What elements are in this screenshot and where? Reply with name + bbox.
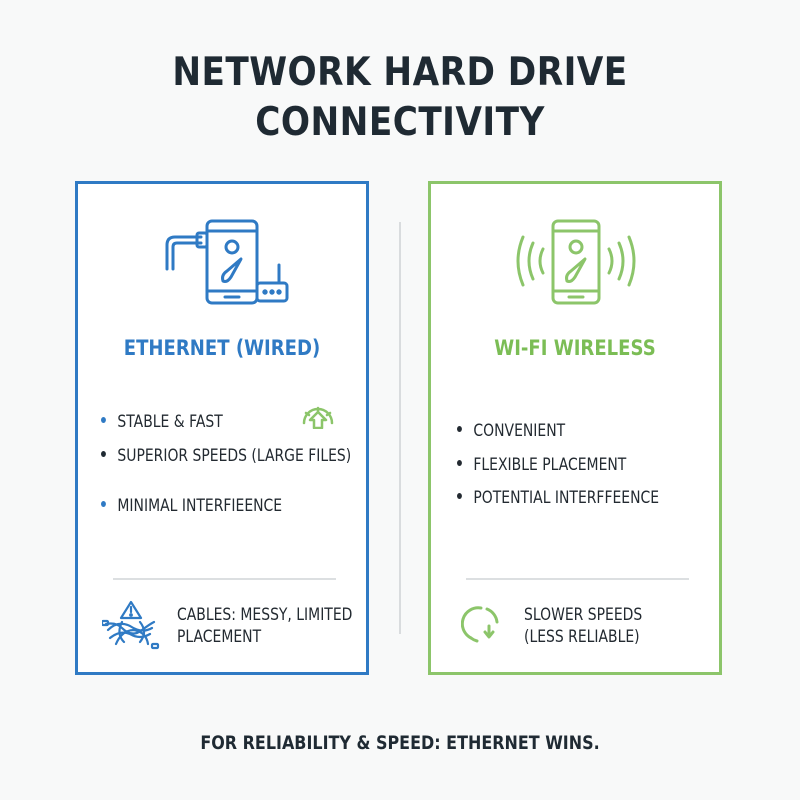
bullet-icon — [457, 460, 462, 466]
wireless-drive-signal-icon — [516, 219, 636, 305]
ethernet-con: CABLES: MESSY, LIMITED PLACEMENT — [177, 605, 353, 647]
page-title: NETWORK HARD DRIVE CONNECTIVITY — [48, 48, 752, 148]
speedometer-up-icon — [302, 406, 334, 429]
wifi-con: SLOWER SPEEDS (LESS RELIABLE) — [524, 605, 643, 647]
title-line-2: CONNECTIVITY — [255, 100, 545, 145]
section-divider — [113, 578, 336, 580]
tangled-cables-warning-icon — [102, 600, 160, 650]
list-item: STABLE & FAST — [101, 412, 223, 432]
list-item: FLEXIBLE PLACEMENT — [457, 455, 626, 475]
bullet-icon — [101, 417, 106, 423]
wired-drive-router-icon — [165, 219, 289, 305]
wifi-heading: WI-FI WIRELESS — [494, 336, 656, 360]
list-item: CONVENIENT — [457, 421, 565, 441]
bullet-icon — [457, 493, 462, 499]
section-divider — [466, 578, 689, 580]
list-item: SUPERIOR SPEEDS (LARGE FILES) — [101, 446, 351, 466]
title-line-1: NETWORK HARD DRIVE — [172, 50, 628, 95]
ethernet-heading: ETHERNET (WIRED) — [123, 336, 321, 360]
list-item: MINIMAL INTERFIEENCE — [101, 496, 282, 516]
conclusion-footer: FOR RELIABILITY & SPEED: ETHERNET WINS. — [200, 732, 600, 754]
vertical-divider — [399, 222, 401, 634]
bullet-icon — [457, 426, 462, 432]
ethernet-card: ETHERNET (WIRED) STABLE & FAST SUPERIOR … — [75, 181, 369, 675]
bullet-icon — [101, 451, 106, 457]
wifi-card: WI-FI WIRELESS CONVENIENT FLEXIBLE PLACE… — [428, 181, 722, 675]
list-item: POTENTIAL INTERFFEENCE — [457, 488, 659, 508]
slow-speed-down-icon — [461, 606, 499, 643]
bullet-icon — [101, 501, 106, 507]
